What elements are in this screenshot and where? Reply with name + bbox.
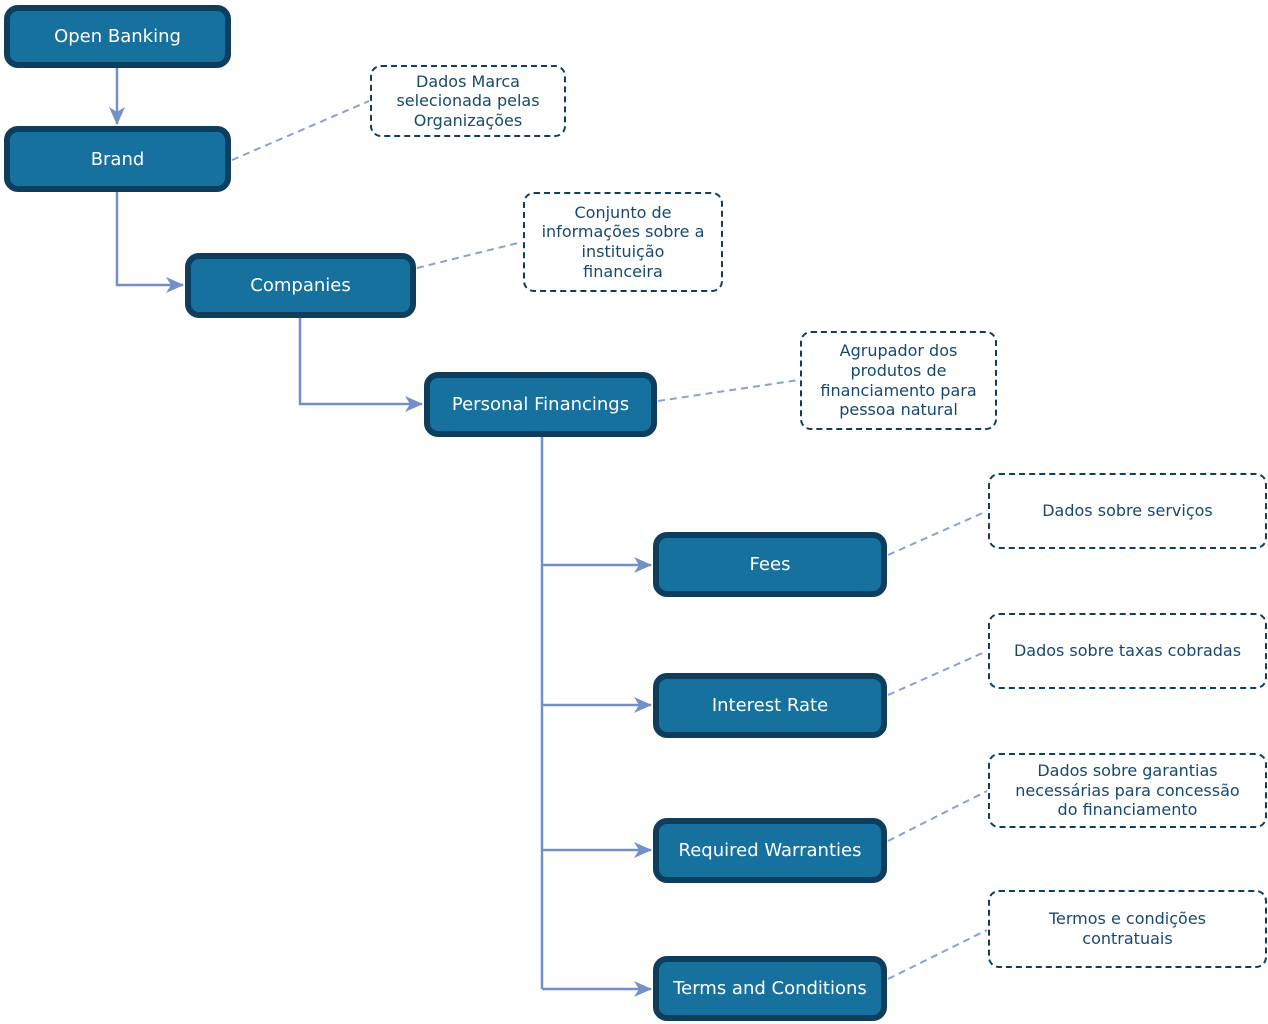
- node-label: Companies: [250, 275, 351, 296]
- note-personal-financings: Agrupador dos produtos de financiamento …: [800, 331, 997, 430]
- node-label: Personal Financings: [451, 394, 630, 415]
- node-required-warranties: Required Warranties: [653, 818, 887, 883]
- note-text: Termos e condições contratuais: [1048, 909, 1206, 948]
- note-companies: Conjunto de informações sobre a institui…: [523, 192, 723, 292]
- node-companies: Companies: [185, 253, 416, 318]
- node-interest-rate: Interest Rate: [653, 673, 887, 738]
- node-label: Open Banking: [54, 26, 181, 47]
- note-link-interest-rate: [887, 650, 988, 696]
- node-terms-and-conditions: Terms and Conditions: [653, 956, 887, 1021]
- node-personal-financings: Personal Financings: [424, 372, 657, 437]
- note-link-fees: [887, 510, 988, 556]
- note-text: Agrupador dos produtos de financiamento …: [820, 341, 977, 420]
- node-open-banking: Open Banking: [4, 5, 231, 68]
- note-required-warranties: Dados sobre garantias necessárias para c…: [988, 753, 1267, 828]
- note-link-required-warranties: [887, 790, 988, 842]
- note-terms-and-conditions: Termos e condições contratuais: [988, 890, 1267, 968]
- node-brand: Brand: [4, 126, 231, 192]
- edge-companies-personal-financings: [298, 318, 423, 412]
- note-text: Dados Marca selecionada pelas Organizaçõ…: [396, 71, 540, 130]
- note-text: Conjunto de informações sobre a institui…: [541, 202, 705, 281]
- note-text: Dados sobre serviços: [1042, 501, 1213, 521]
- edge-brand-companies: [115, 192, 184, 293]
- note-brand: Dados Marca selecionada pelas Organizaçõ…: [370, 65, 566, 137]
- node-label: Required Warranties: [678, 840, 862, 861]
- note-text: Dados sobre garantias necessárias para c…: [1015, 761, 1240, 820]
- note-interest-rate: Dados sobre taxas cobradas: [988, 613, 1267, 689]
- node-fees: Fees: [653, 532, 887, 597]
- node-label: Fees: [749, 554, 791, 575]
- note-link-terms-and-conditions: [887, 929, 988, 980]
- node-label: Terms and Conditions: [673, 978, 867, 999]
- note-link-personal-financings: [657, 379, 800, 402]
- note-fees: Dados sobre serviços: [988, 473, 1267, 549]
- note-link-companies: [416, 241, 523, 269]
- node-label: Brand: [90, 148, 145, 170]
- note-link-brand: [231, 100, 370, 161]
- node-label: Interest Rate: [711, 695, 829, 716]
- note-text: Dados sobre taxas cobradas: [1013, 641, 1242, 661]
